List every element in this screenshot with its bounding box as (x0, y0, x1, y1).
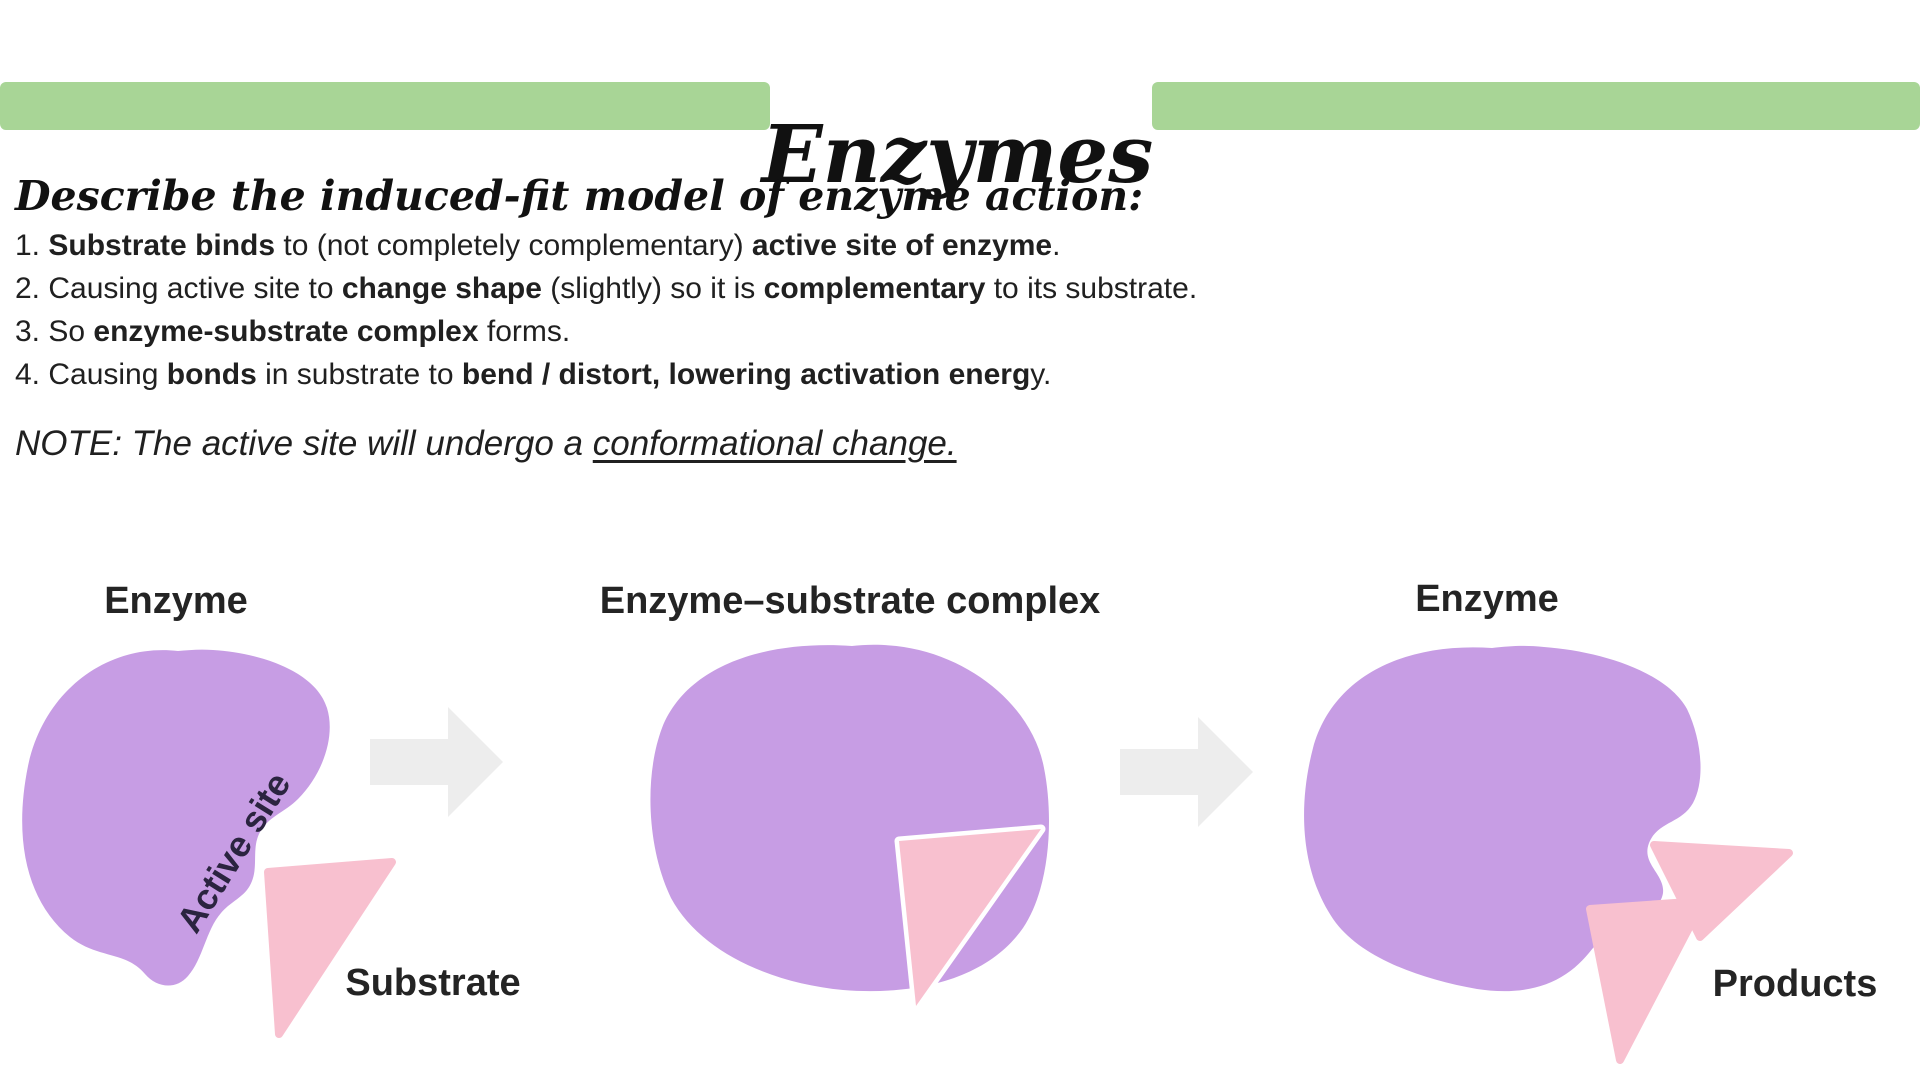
title-banner-right (1152, 82, 1920, 130)
right-arrow-icon-2 (1120, 717, 1253, 827)
label-enzyme-left: Enzyme (104, 580, 248, 622)
step-4: 4. Causing bonds in substrate to bend / … (15, 358, 1052, 391)
step-3: 3. So enzyme-substrate complex forms. (15, 315, 571, 348)
label-enzyme-right: Enzyme (1415, 578, 1559, 620)
enzyme-blob-left (22, 649, 330, 986)
right-arrow-icon-1 (370, 707, 503, 817)
label-products: Products (1712, 963, 1878, 1005)
substrate-triangle (264, 858, 396, 1038)
note-text: NOTE: The active site will undergo a con… (15, 424, 957, 463)
enzyme-blob-middle (650, 644, 1050, 992)
question-heading: Describe the induced-fit model of enzyme… (15, 172, 1144, 220)
page-title: Enzymes (761, 106, 1154, 201)
label-substrate: Substrate (345, 962, 521, 1004)
product-triangle-2 (1586, 897, 1707, 1064)
label-enzyme-substrate-complex: Enzyme–substrate complex (599, 580, 1101, 622)
step-2: 2. Causing active site to change shape (… (15, 272, 1198, 305)
title-banner-left (0, 82, 770, 130)
step-1: 1. Substrate binds to (not completely co… (15, 229, 1061, 262)
steps-list: 1. Substrate binds to (not completely co… (15, 224, 1197, 396)
docked-substrate-triangle (894, 824, 1046, 1011)
note-underlined-phrase: conformational change. (592, 424, 957, 463)
product-triangle-1 (1650, 841, 1793, 941)
